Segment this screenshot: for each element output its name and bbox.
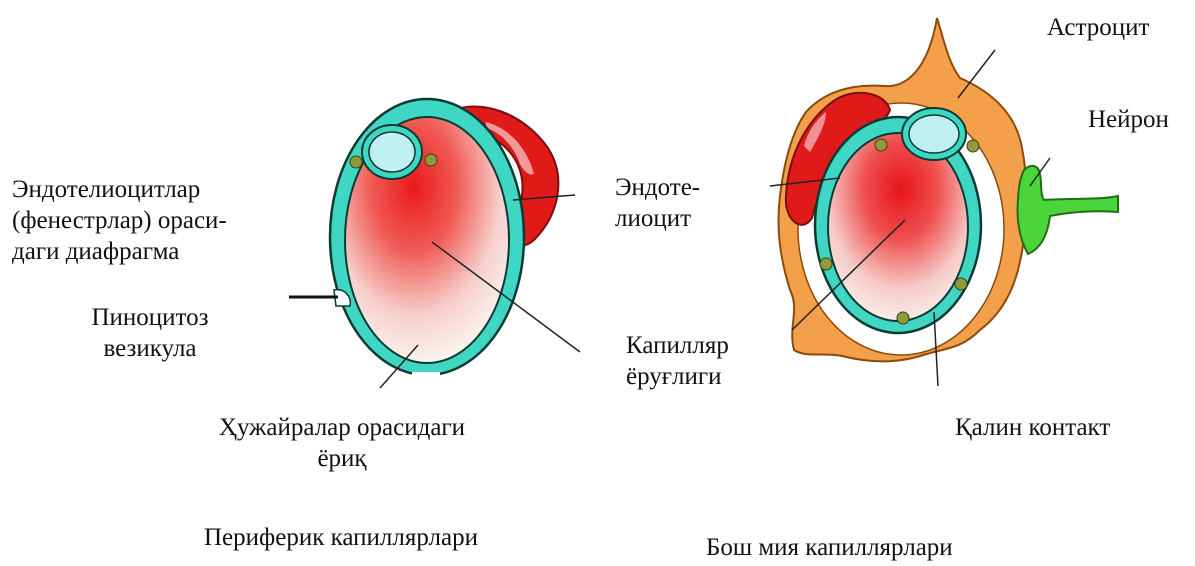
label-neuron: Нейрон [1088,104,1169,135]
tight-junction-2 [967,140,979,152]
label-lumen: Капилляр ёруғлиги [626,330,729,392]
label-intercellular-slit: Ҳужайралар орасидаги ёриқ [172,412,512,474]
caption-peripheral: Периферик капиллярлари [204,522,478,553]
brain-capillary [770,18,1118,386]
caption-brain: Бош мия капиллярлари [706,532,953,563]
intercellular-slit-gap [412,372,440,385]
label-astrocyte: Астроцит [1047,12,1149,43]
tight-junction-1 [875,139,887,151]
label-slit-line1: Ҳужайралар орасидаги [172,412,512,443]
label-tight-junction: Қалин контакт [955,412,1110,443]
label-diaphragm-line1: Эндотелиоцитлар [12,174,227,205]
label-slit-line2: ёриқ [172,443,512,474]
label-pinocytosis-line1: Пиноцитоз [70,302,230,333]
tight-junction-4 [955,278,967,290]
label-diaphragm-line3: даги диафрагма [12,236,227,267]
label-pinocytosis-line2: везикула [70,333,230,362]
label-pinocytosis: Пиноцитоз везикула [70,302,230,362]
label-endothelium-line1: Эндоте- [615,172,700,203]
label-endothelium: Эндоте- лиоцит [615,172,700,234]
tight-junction-5 [897,312,909,324]
junction-left-1 [350,156,362,168]
peripheral-capillary [289,99,580,388]
junction-left-2 [425,154,437,166]
tight-junction-3 [820,258,832,270]
nucleus-inner-left [369,132,415,172]
label-diaphragm: Эндотелиоцитлар (фенестрлар) ораси- даги… [12,174,227,267]
label-lumen-line1: Капилляр [626,330,729,361]
label-endothelium-line2: лиоцит [615,203,700,234]
neuron [1017,166,1118,254]
nucleus-inner-right [909,115,959,153]
label-diaphragm-line2: (фенестрлар) ораси- [12,205,227,236]
label-lumen-line2: ёруғлиги [626,361,729,392]
